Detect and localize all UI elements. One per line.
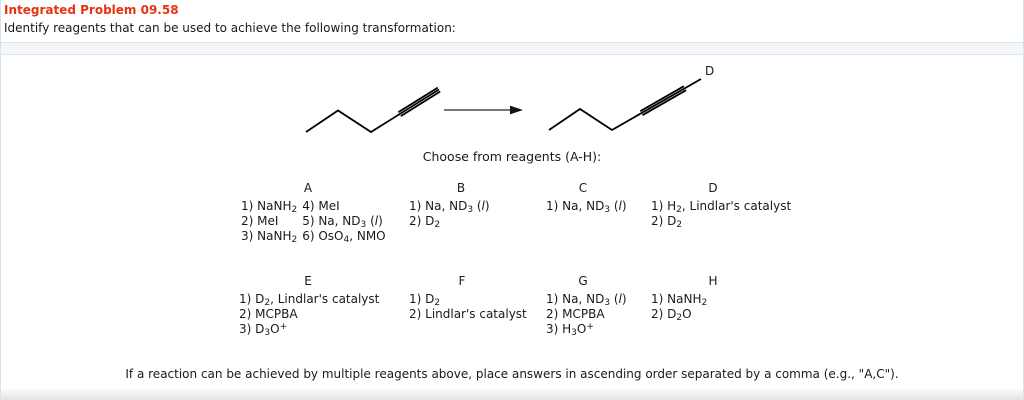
choose-reagents-text: Choose from reagents (A-H): (422, 149, 602, 164)
reagent-item: 1) Na, ND3 (l) (546, 292, 627, 308)
problem-title: Integrated Problem 09.58 (4, 3, 179, 17)
reagent-item: 1) NaNH2 (651, 292, 708, 308)
product-structure: D (548, 64, 714, 132)
reagent-header-f: F (458, 274, 466, 288)
reagent-list-a-right: 4) MeI 5) Na, ND3 (l) 6) OsO4, NMO (302, 199, 386, 245)
reagent-header-h: H (708, 274, 718, 288)
reagent-list-d: 1) H2, Lindlar's catalyst 2) D2 (651, 199, 792, 230)
reagent-item: 1) D2 (409, 292, 441, 308)
answer-format-note: If a reaction can be achieved by multipl… (125, 367, 899, 381)
reagent-list-g: 1) Na, ND3 (l) 2) MCPBA 3) H3O+ (546, 292, 627, 338)
reagent-item: 4) MeI (302, 199, 340, 213)
reagent-header-b: B (456, 181, 466, 195)
reagent-item: 2) MCPBA (546, 307, 605, 321)
reagent-item: 1) D2, Lindlar's catalyst (239, 292, 380, 308)
deuterium-label: D (705, 64, 714, 78)
reagent-item: 2) MeI (241, 214, 279, 228)
reagent-item: 2) Lindlar's catalyst (409, 307, 527, 321)
reagent-item: 2) D2 (409, 214, 441, 230)
reagent-header-c: C (578, 181, 588, 195)
reagent-item: 3) NaNH2 (241, 229, 298, 245)
reaction-arrow-icon (444, 105, 523, 115)
reagent-item: 2) D2 (651, 214, 683, 230)
reagent-list-h: 1) NaNH2 2) D2O (651, 292, 708, 323)
reactant-structure (305, 86, 441, 134)
reagent-list-c: 1) Na, ND3 (l) (546, 199, 627, 215)
reagent-list-b: 1) Na, ND3 (l) 2) D2 (409, 199, 490, 230)
reagent-header-d: D (708, 181, 718, 195)
reagent-list-a: 1) NaNH2 2) MeI 3) NaNH2 4) MeI 5) Na, N… (241, 199, 386, 245)
reagent-item: 6) OsO4, NMO (302, 229, 386, 245)
reagent-item: 5) Na, ND3 (l) (302, 214, 383, 230)
divider-band (1, 42, 1023, 55)
bottom-bar (1, 388, 1023, 400)
reagent-item: 2) D2O (651, 307, 692, 323)
reagent-item: 3) H3O+ (546, 322, 594, 338)
reagent-item: 1) NaNH2 (241, 199, 298, 215)
reagent-item: 1) Na, ND3 (l) (546, 199, 627, 215)
reagent-item: 2) MCPBA (239, 307, 298, 321)
reagent-header-e: E (304, 274, 312, 288)
reagent-list-e: 1) D2, Lindlar's catalyst 2) MCPBA 3) D3… (239, 292, 380, 338)
problem-prompt: Identify reagents that can be used to ac… (4, 21, 456, 35)
reagent-header-a: A (303, 181, 313, 195)
reagent-item: 1) Na, ND3 (l) (409, 199, 490, 215)
reagent-item: 1) H2, Lindlar's catalyst (651, 199, 792, 215)
reagent-header-g: G (578, 274, 588, 288)
reagent-list-a-left: 1) NaNH2 2) MeI 3) NaNH2 (241, 199, 298, 245)
reagent-list-f: 1) D2 2) Lindlar's catalyst (409, 292, 527, 322)
reagent-item: 3) D3O+ (239, 322, 288, 338)
